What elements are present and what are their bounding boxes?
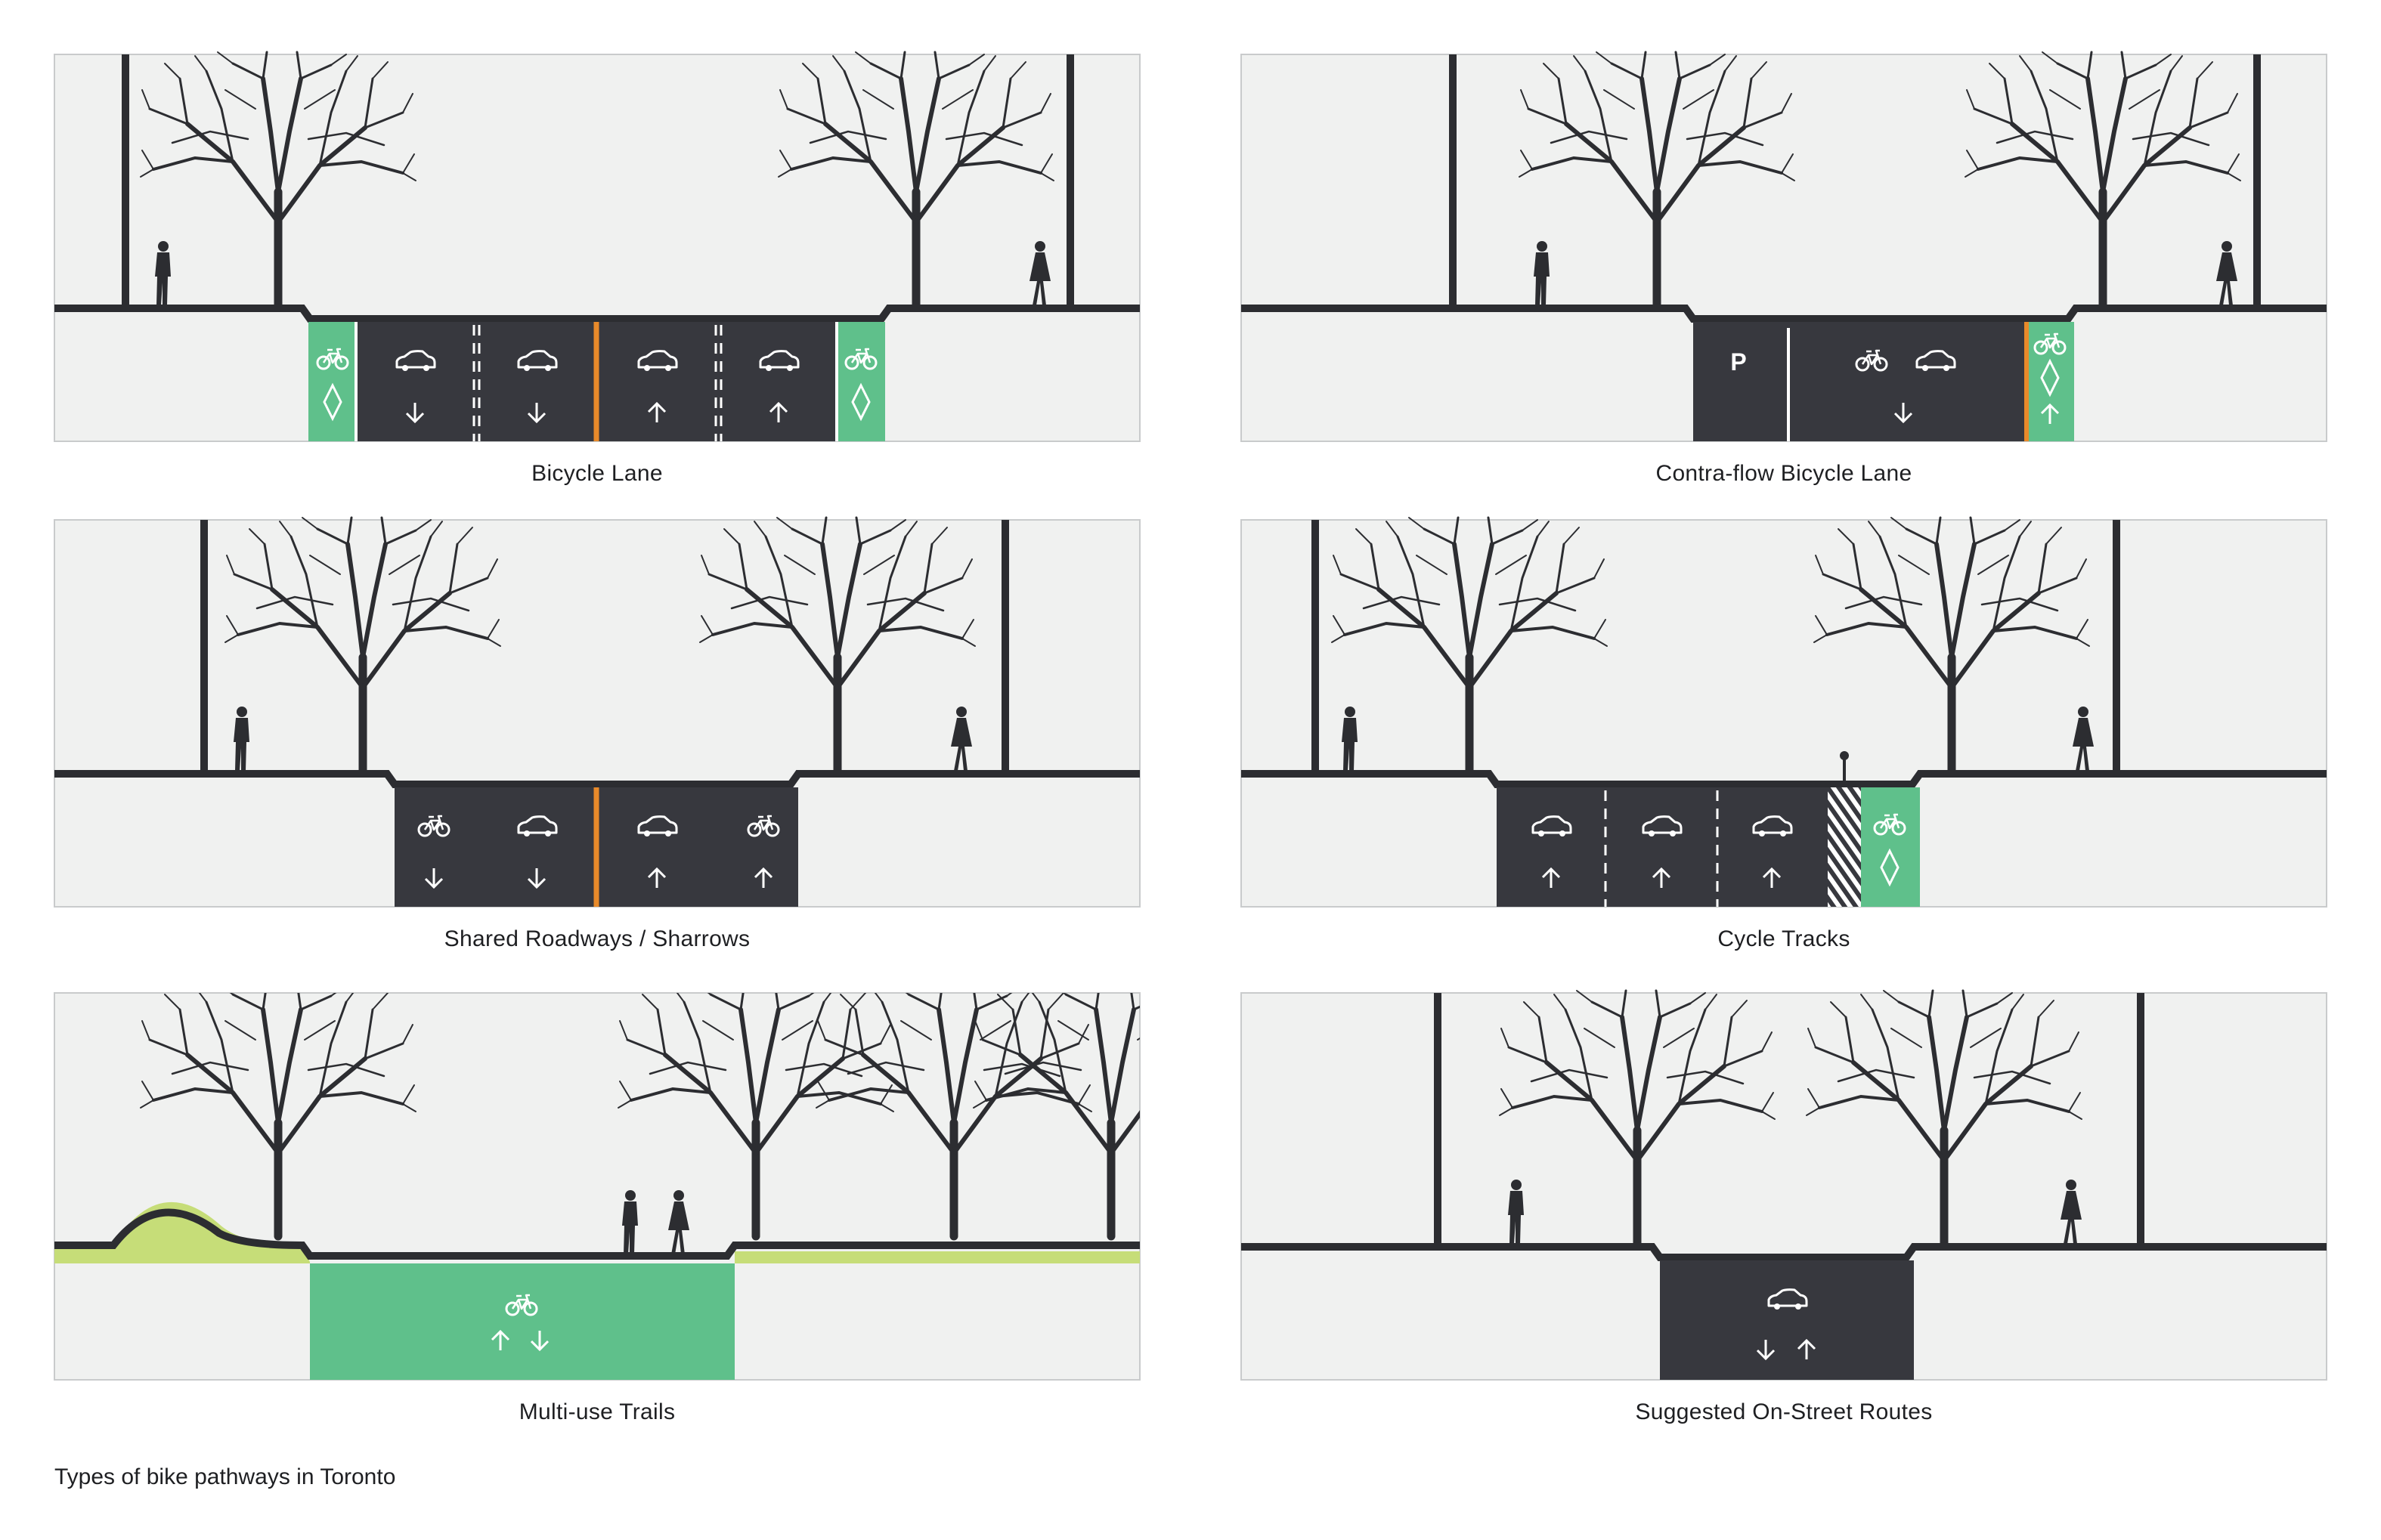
panel-contra-flow-bicycle-lane: P: [1240, 52, 2327, 442]
grass-berm: [54, 1201, 310, 1263]
caption-suggested-on-street-routes: Suggested On-Street Routes: [1635, 1399, 1933, 1424]
caption-contra-flow-bicycle-lane: Contra-flow Bicycle Lane: [1655, 461, 1912, 486]
curb-line: [1241, 1243, 2327, 1261]
parking-label: P: [1730, 348, 1746, 376]
bike-lane: [308, 322, 356, 441]
curb-line: [1241, 305, 2327, 323]
curb-line: [1241, 770, 2327, 788]
caption-cycle-tracks: Cycle Tracks: [1717, 926, 1850, 951]
ground-line: [54, 1208, 1140, 1260]
figure-footnote: Types of bike pathways in Toronto: [54, 1464, 396, 1489]
roadway: [1693, 322, 2026, 441]
caption-bicycle-lane: Bicycle Lane: [531, 461, 663, 486]
multi-use-trail: [310, 1263, 735, 1380]
bike-lane: [837, 322, 885, 441]
cycle-track: [1861, 787, 1920, 907]
roadway: [1497, 787, 1828, 907]
panel-bicycle-lane: [54, 52, 1141, 442]
roadway: [1660, 1260, 1914, 1380]
buffer-zone: [1828, 787, 1861, 907]
grass: [735, 1251, 1140, 1263]
caption-multi-use-trails: Multi-use Trails: [519, 1399, 676, 1424]
curb-line: [54, 305, 1140, 323]
panel-shared-roadways: [54, 518, 1141, 908]
panel-suggested-on-street-routes: [1240, 991, 2327, 1381]
curb-line: [54, 770, 1140, 788]
panel-multi-use-trails: [54, 992, 1141, 1381]
panel-cycle-tracks: [1240, 518, 2327, 908]
caption-shared-roadways: Shared Roadways / Sharrows: [444, 926, 751, 951]
